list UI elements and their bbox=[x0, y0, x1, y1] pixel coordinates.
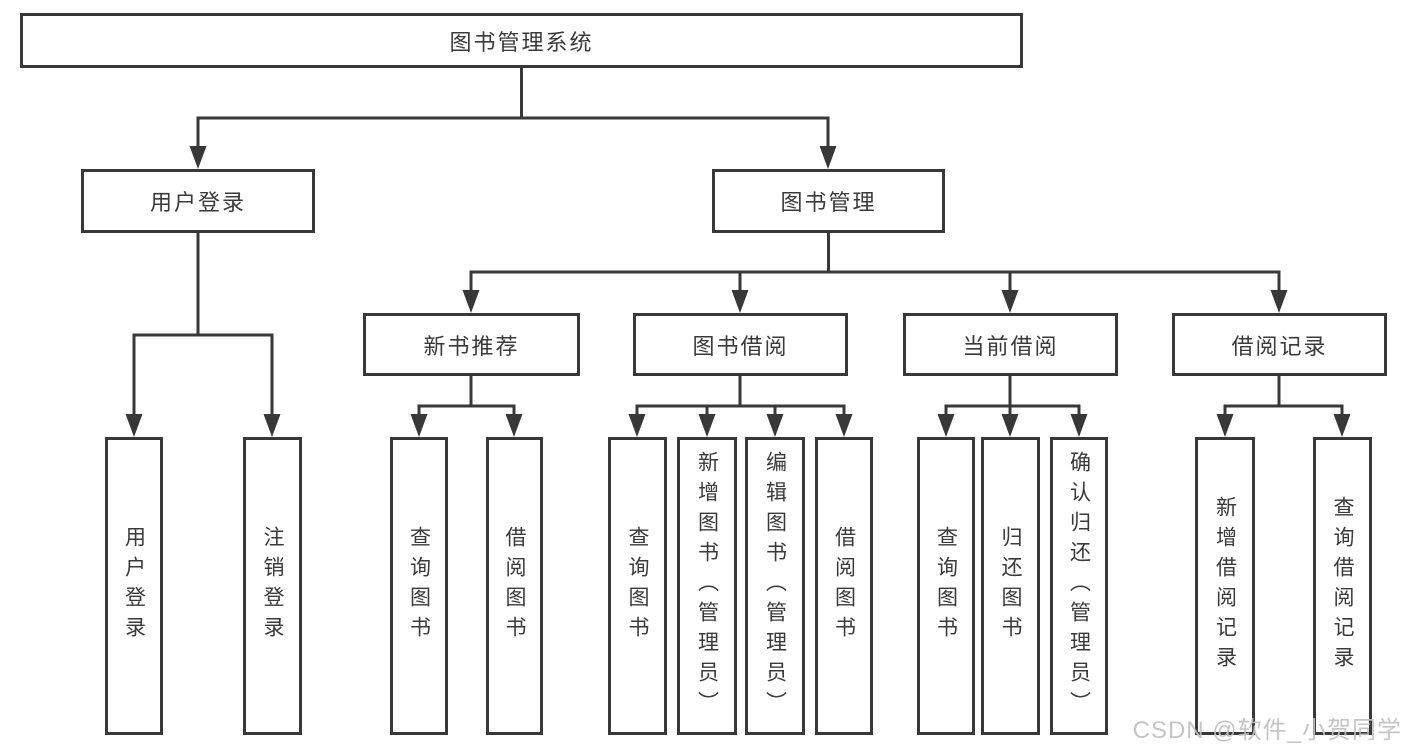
leaf-label: 归还图书 bbox=[999, 526, 1022, 646]
node-user-login: 用户登录 bbox=[81, 169, 315, 233]
leaf-edit-book-admin: 编辑图书（管理员） bbox=[745, 437, 805, 735]
arrowhead bbox=[628, 414, 646, 437]
arrowhead bbox=[410, 414, 428, 437]
leaf-borrow-book-2: 借阅图书 bbox=[815, 437, 873, 735]
connector-root bbox=[196, 68, 830, 150]
leaf-label: 注销登录 bbox=[261, 526, 284, 646]
node-current-borrow: 当前借阅 bbox=[903, 313, 1118, 376]
leaf-borrow-book-1: 借阅图书 bbox=[486, 437, 543, 735]
arrowhead bbox=[1216, 414, 1234, 437]
arrowhead bbox=[937, 414, 955, 437]
arrowhead bbox=[1270, 290, 1288, 313]
node-book-management: 图书管理 bbox=[712, 169, 945, 233]
arrowhead bbox=[462, 290, 480, 313]
connector-book-borrow bbox=[635, 376, 846, 418]
connector-borrow-record bbox=[1223, 376, 1344, 418]
leaf-label: 新增借阅记录 bbox=[1213, 496, 1237, 676]
arrowhead bbox=[766, 414, 784, 437]
leaf-add-book-admin: 新增图书（管理员） bbox=[677, 437, 737, 735]
connector-current-borrow bbox=[944, 376, 1081, 418]
arrowhead bbox=[125, 414, 143, 437]
arrowhead bbox=[731, 290, 749, 313]
connector-book-management bbox=[469, 233, 1281, 294]
node-new-book-recommend: 新书推荐 bbox=[363, 313, 580, 376]
arrowhead bbox=[263, 414, 281, 437]
leaf-label: 查询借阅记录 bbox=[1331, 496, 1354, 676]
leaf-label: 编辑图书（管理员） bbox=[763, 451, 787, 721]
leaf-label: 查询图书 bbox=[626, 526, 649, 646]
node-book-borrow: 图书借阅 bbox=[633, 313, 848, 376]
arrowhead bbox=[189, 146, 207, 169]
leaf-label: 确认归还（管理员） bbox=[1067, 451, 1091, 721]
arrowhead bbox=[1001, 290, 1019, 313]
arrowhead bbox=[819, 146, 837, 169]
leaf-query-book-1: 查询图书 bbox=[390, 437, 448, 735]
leaf-confirm-return-admin: 确认归还（管理员） bbox=[1050, 437, 1108, 735]
connector-user-login bbox=[132, 233, 274, 418]
arrowhead bbox=[1070, 414, 1088, 437]
leaf-user-login: 用户登录 bbox=[105, 437, 163, 735]
connector-new-book bbox=[417, 376, 516, 418]
arrowhead bbox=[1001, 414, 1019, 437]
arrowhead bbox=[1333, 414, 1351, 437]
leaf-logout: 注销登录 bbox=[243, 437, 302, 735]
leaf-add-borrow-record: 新增借阅记录 bbox=[1195, 437, 1255, 735]
leaf-label: 新增图书（管理员） bbox=[695, 451, 719, 721]
node-borrow-record: 借阅记录 bbox=[1172, 313, 1387, 376]
leaf-label: 借阅图书 bbox=[832, 526, 856, 646]
leaf-return-book: 归还图书 bbox=[981, 437, 1040, 735]
leaf-label: 用户登录 bbox=[122, 526, 146, 646]
leaf-query-book-3: 查询图书 bbox=[917, 437, 975, 735]
leaf-label: 查询图书 bbox=[407, 526, 431, 646]
leaf-label: 查询图书 bbox=[934, 526, 958, 646]
leaf-label: 借阅图书 bbox=[503, 526, 526, 646]
leaf-query-borrow-record: 查询借阅记录 bbox=[1313, 437, 1372, 735]
csdn-watermark: CSDN @软件_小贺同学 bbox=[1132, 717, 1402, 744]
arrowhead bbox=[505, 414, 523, 437]
root-node-library-system: 图书管理系统 bbox=[20, 13, 1023, 68]
arrowhead bbox=[835, 414, 853, 437]
leaf-query-book-2: 查询图书 bbox=[608, 437, 667, 735]
arrowhead bbox=[698, 414, 716, 437]
